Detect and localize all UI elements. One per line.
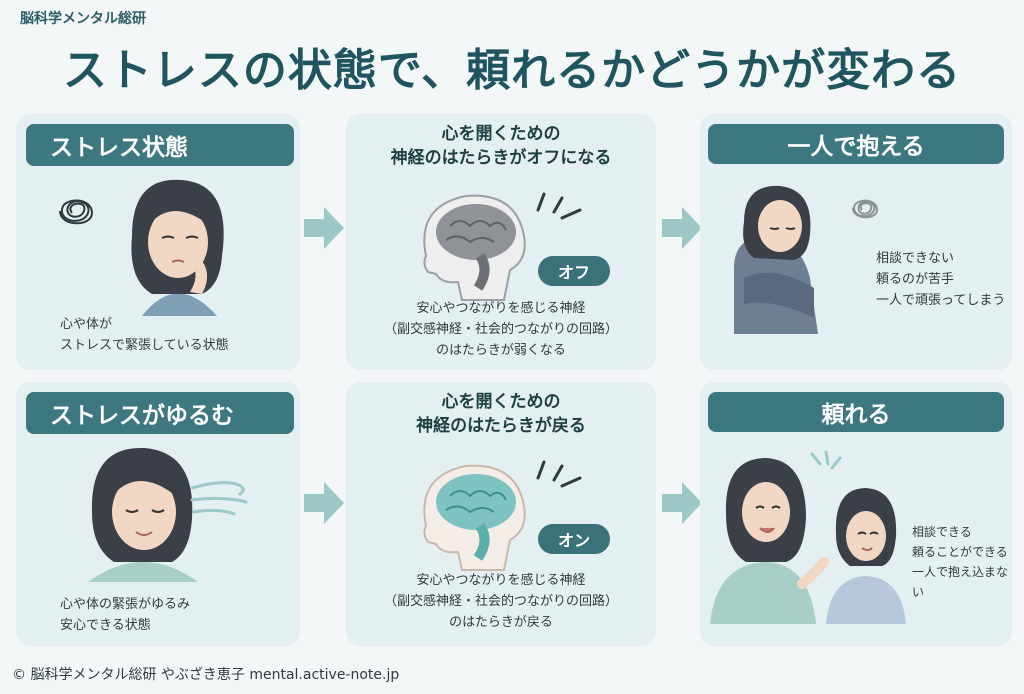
card-nerve-off: 心を開くための 神経のはたらきがオフになる オフ 安心やつながりを感じる神経 （… [346, 114, 656, 370]
desc-nerve-off: 安心やつながりを感じる神経 （副交感神経・社会的つながりの回路） のはたらきが弱… [383, 301, 618, 358]
copyright-footer: © 脳科学メンタル総研 やぶざき恵子 mental.active-note.jp [12, 667, 400, 683]
label-carry-alone: 一人で抱える [708, 124, 1004, 164]
page-title: ストレスの状態で、頼れるかどうかが変わる [62, 45, 962, 96]
alone-woman-illustration [734, 185, 818, 334]
desc-can-rely: 相談できる 頼ることができる 一人で抱え込まない [912, 525, 1009, 599]
stressed-woman-illustration [131, 179, 224, 316]
card-carry-alone: 一人で抱える 相談できない 頼るのが苦手 一人で頑張ってしまう [700, 114, 1012, 370]
tangled-thought-icon [852, 199, 879, 219]
badge-on: オン [538, 524, 610, 554]
heading-nerve-off: 心を開くための 神経のはたらきがオフになる [390, 124, 612, 168]
card-stress-state: ストレス状態 心や体が ストレスで緊張している状態 [16, 114, 300, 370]
label-can-rely: 頼れる [708, 392, 1004, 432]
desc-nerve-on: 安心やつながりを感じる神経 （副交感神経・社会的つながりの回路） のはたらきが戻… [383, 573, 618, 630]
off-signal-lines-icon [536, 192, 582, 220]
relaxed-woman-illustration [88, 447, 198, 582]
arrow-right-icon [662, 482, 702, 524]
talking-women-illustration [710, 458, 906, 624]
desc-stress-relaxed: 心や体の緊張がゆるみ 安心できる状態 [60, 597, 191, 633]
brain-on-icon [423, 464, 526, 571]
breeze-icon [190, 481, 248, 516]
arrow-right-icon [662, 207, 702, 249]
speech-sparkle-icon [810, 450, 842, 470]
arrow-right-icon [304, 482, 344, 524]
label-stress-relaxed: ストレスがゆるむ [26, 392, 294, 434]
tangled-thought-icon [59, 199, 94, 225]
on-signal-lines-icon [536, 460, 582, 488]
desc-carry-alone: 相談できない 頼るのが苦手 一人で頑張ってしまう [876, 251, 1006, 308]
heading-nerve-on: 心を開くための 神経のはたらきが戻る [416, 392, 586, 436]
arrow-right-icon [304, 207, 344, 249]
badge-off: オフ [538, 256, 610, 286]
brand-label: 脳科学メンタル総研 [20, 11, 146, 27]
brain-off-icon [423, 194, 526, 301]
desc-stress-state: 心や体が ストレスで緊張している状態 [60, 317, 229, 353]
card-stress-relaxed: ストレスがゆるむ 心や体の緊張がゆるみ 安心できる状態 [16, 382, 300, 646]
label-stress-state: ストレス状態 [26, 124, 294, 166]
card-nerve-on: 心を開くための 神経のはたらきが戻る オン 安心やつながりを感じる神経 （副交感… [346, 382, 656, 646]
card-can-rely: 頼れる 相談できる 頼ることができる 一人で抱え込まない [700, 382, 1012, 646]
